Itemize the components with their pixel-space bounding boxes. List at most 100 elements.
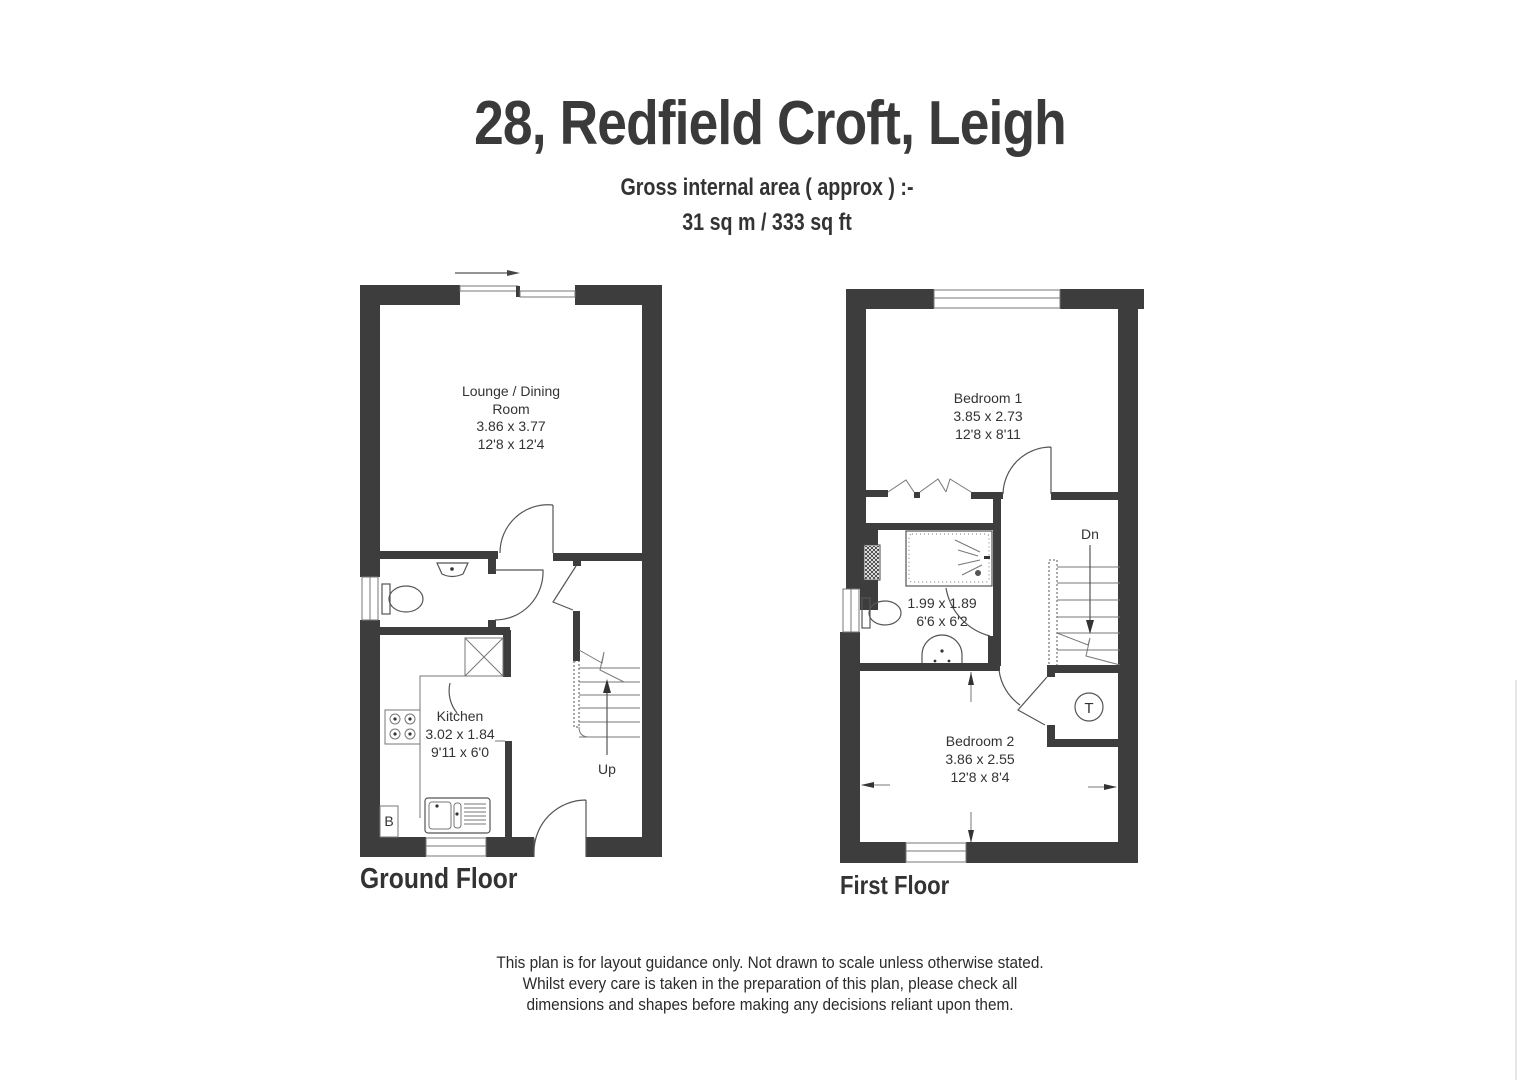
wall xyxy=(1047,725,1055,745)
front-door-swing xyxy=(533,799,587,857)
wall xyxy=(988,636,996,663)
wc-window xyxy=(361,576,379,621)
wall xyxy=(366,285,460,305)
hot-water-tank-icon: T xyxy=(1074,692,1104,722)
wall xyxy=(380,551,498,559)
wall xyxy=(840,632,860,863)
bedroom2-window xyxy=(905,842,967,863)
under-stairs-door xyxy=(552,565,577,611)
svg-text:Kitchen: Kitchen xyxy=(437,708,484,724)
hob-icon xyxy=(384,709,421,745)
sink-icon xyxy=(424,797,491,834)
wall xyxy=(860,663,1000,671)
wall xyxy=(360,837,426,857)
dimension-arrows xyxy=(861,672,1117,843)
wall xyxy=(503,630,511,677)
svg-text:Dn: Dn xyxy=(1081,526,1099,542)
svg-text:Bedroom 1: Bedroom 1 xyxy=(954,390,1023,406)
wall xyxy=(966,842,1138,863)
ground-floor-plan: B Up Lounge / Dining Room xyxy=(360,270,662,857)
disclaimer: This plan is for layout guidance only. N… xyxy=(463,953,1077,1016)
bedroom1-door-swing xyxy=(1002,446,1052,495)
svg-text:12'8 x 8'4: 12'8 x 8'4 xyxy=(950,769,1009,785)
first-floor-label: First Floor xyxy=(840,870,950,900)
disclaimer-line: dimensions and shapes before making any … xyxy=(526,996,1014,1014)
staircase-up: Up xyxy=(573,649,640,777)
wall xyxy=(1051,492,1121,500)
svg-text:T: T xyxy=(1084,700,1093,717)
wall xyxy=(1118,289,1138,863)
svg-text:6'6 x 6'2: 6'6 x 6'2 xyxy=(916,613,967,629)
bedroom2-door-swing xyxy=(998,669,1021,706)
wall xyxy=(360,285,380,577)
disclaimer-line: This plan is for layout guidance only. N… xyxy=(496,954,1044,972)
disclaimer-line: Whilst every care is taken in the prepar… xyxy=(522,975,1018,993)
towel-radiator-icon xyxy=(863,544,881,581)
wall xyxy=(488,620,496,630)
room-label-bedroom-2: Bedroom 2 3.86 x 2.55 12'8 x 8'4 xyxy=(945,733,1014,785)
cupboard-door xyxy=(1017,676,1048,726)
wall xyxy=(914,492,920,498)
shower-tray-icon xyxy=(905,530,993,587)
toilet-icon xyxy=(861,597,902,629)
toilet-icon xyxy=(381,583,424,615)
property-title: 28, Redfield Croft, Leigh xyxy=(474,89,1067,158)
lounge-door-swing xyxy=(499,504,554,554)
svg-text:1.99 x 1.89: 1.99 x 1.89 xyxy=(907,595,976,611)
gross-area-label: Gross internal area ( approx ) :- xyxy=(620,174,914,201)
wall xyxy=(380,627,510,635)
wash-basin-icon xyxy=(921,634,963,663)
first-floor-plan: Dn T Bedroom 1 3.85 x 2.73 12'8 x xyxy=(840,289,1144,863)
svg-text:3.02 x 1.84: 3.02 x 1.84 xyxy=(425,726,494,742)
wall xyxy=(642,285,662,857)
wall xyxy=(846,289,866,589)
boiler-icon: B xyxy=(379,805,399,838)
wall xyxy=(840,842,906,863)
bathroom-door-swing xyxy=(945,587,991,637)
svg-text:12'8 x 12'4: 12'8 x 12'4 xyxy=(478,436,545,452)
staircase-down: Dn xyxy=(1048,526,1121,667)
kitchen-window xyxy=(425,837,487,857)
wardrobe-doors xyxy=(887,478,972,493)
wall xyxy=(1047,665,1120,673)
wash-basin-icon xyxy=(436,562,469,578)
wall xyxy=(575,285,662,305)
wall xyxy=(505,741,512,841)
svg-text:3.86 x 3.77: 3.86 x 3.77 xyxy=(476,418,545,434)
wall xyxy=(488,558,496,574)
svg-text:Up: Up xyxy=(598,761,616,777)
svg-text:B: B xyxy=(384,813,393,829)
room-label-bedroom-1: Bedroom 1 3.85 x 2.73 12'8 x 8'11 xyxy=(953,390,1022,442)
svg-text:12'8 x 8'11: 12'8 x 8'11 xyxy=(955,426,1021,442)
wall xyxy=(864,523,997,530)
room-label-lounge: Lounge / Dining Room 3.86 x 3.77 12'8 x … xyxy=(462,383,560,452)
svg-text:3.86 x 2.55: 3.86 x 2.55 xyxy=(945,751,1014,767)
wall xyxy=(553,553,642,561)
kitchen-door-swing xyxy=(448,682,458,714)
wall xyxy=(993,494,1001,666)
wall xyxy=(1047,665,1055,677)
svg-text:Lounge / Dining: Lounge / Dining xyxy=(462,383,560,399)
room-label-kitchen: Kitchen 3.02 x 1.84 9'11 x 6'0 xyxy=(425,708,494,760)
worktop-outline xyxy=(419,675,503,818)
wall xyxy=(846,289,934,309)
svg-text:Room: Room xyxy=(492,401,529,417)
svg-text:Bedroom 2: Bedroom 2 xyxy=(946,733,1015,749)
bedroom1-window xyxy=(933,289,1061,309)
wall xyxy=(573,611,580,661)
storage-cupboard-icon xyxy=(464,637,504,677)
ground-floor-label: Ground Floor xyxy=(360,863,518,895)
sliding-patio-door xyxy=(455,270,576,298)
svg-text:9'11 x 6'0: 9'11 x 6'0 xyxy=(431,744,489,760)
gross-area-value: 31 sq m / 333 sq ft xyxy=(682,209,852,236)
bathroom-window xyxy=(842,588,860,633)
wall xyxy=(864,490,888,497)
wall xyxy=(1047,739,1120,747)
scan-artifact-line xyxy=(1515,680,1517,1080)
wall xyxy=(360,620,380,857)
wall xyxy=(573,560,581,566)
wall xyxy=(586,837,662,857)
wall xyxy=(486,837,534,857)
room-label-bathroom: 1.99 x 1.89 6'6 x 6'2 xyxy=(907,595,976,629)
